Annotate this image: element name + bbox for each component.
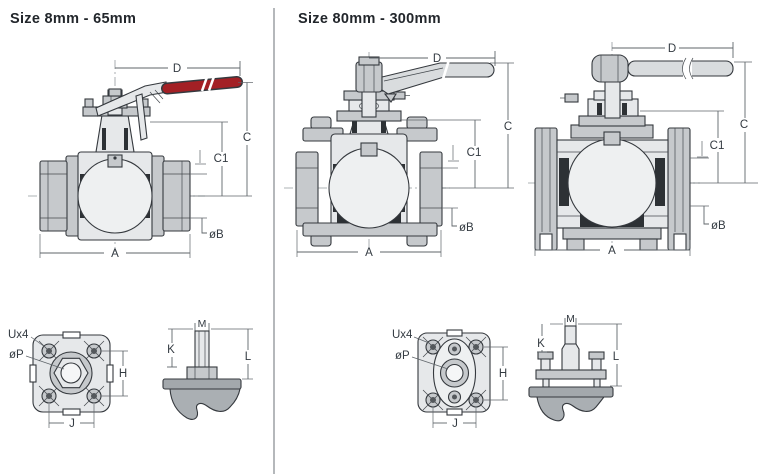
mounting-pad-small: Ux4 øP H J [8,329,128,430]
dim-label-d: D [173,63,181,75]
valve-drawing-large-compact: D C C1 øB A [284,51,514,259]
pad-label-u: Ux4 [392,329,413,341]
pad-label-j: J [69,418,75,430]
dim-label-d: D [433,53,441,65]
pad-label-j: J [452,418,458,430]
stem-label-k: K [537,338,545,350]
stem-label-l: L [613,351,620,363]
stem-label-m: M [566,313,575,325]
dim-label-d: D [668,43,676,55]
stem-detail-large: M K L [528,313,622,422]
dim-label-a: A [111,248,119,260]
pad-label-h: H [119,368,127,380]
section-title-small: Size 8mm - 65mm [10,11,136,27]
bolt-holes-small [38,340,105,407]
stem-label-m: M [198,318,207,330]
dim-label-c1: C1 [214,153,229,165]
dim-label-c: C [243,132,251,144]
dim-label-ob: øB [459,222,474,234]
dim-label-ob: øB [711,220,726,232]
dim-label-c1: C1 [467,147,482,159]
dim-label-ob: øB [209,229,224,241]
section-title-large: Size 80mm - 300mm [298,11,441,27]
stem-label-l: L [245,351,252,363]
dim-label-c: C [504,121,512,133]
dim-label-c1: C1 [710,140,725,152]
dim-label-c: C [740,119,748,131]
dim-label-a: A [365,247,373,259]
pad-label-u: Ux4 [8,329,29,341]
dim-label-a: A [608,245,616,257]
stem-detail-small: M K L [162,318,253,420]
pad-label-p: øP [395,350,410,362]
valve-drawing-large-flanged: D C C1 øB A [528,42,758,257]
pad-label-p: øP [9,349,24,361]
bolt-holes-large [422,336,487,411]
valve-drawing-small: D C C1 øB A [28,60,253,260]
stem-label-k: K [167,344,175,356]
mounting-pad-large: Ux4 øP H J [392,329,508,430]
pad-label-h: H [499,368,507,380]
handle-grip [162,77,242,93]
